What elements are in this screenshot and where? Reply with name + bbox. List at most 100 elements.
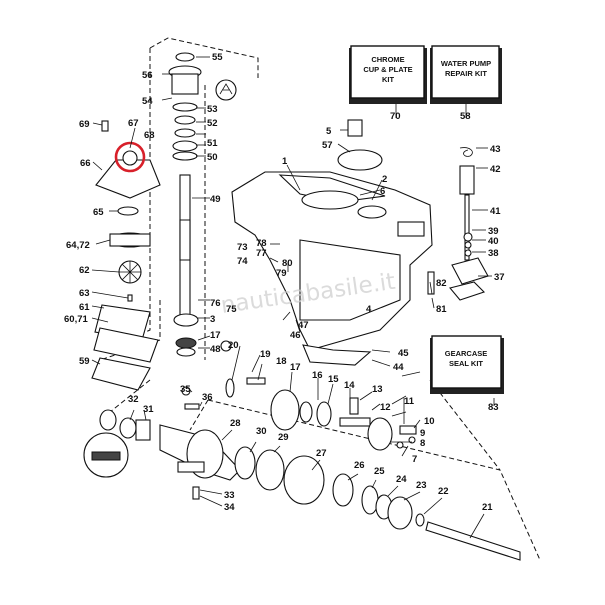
callout: 23 [416, 480, 427, 491]
gearcase-seal-kit-box: GEARCASE SEAL KIT 83 [430, 335, 504, 413]
callout: 17 [290, 362, 301, 373]
callout: 62 [79, 265, 90, 276]
callout: 31 [143, 404, 154, 415]
callout: 55 [212, 52, 223, 63]
callout: 53 [207, 104, 218, 115]
callout: 64,72 [66, 240, 90, 251]
callout: 5 [326, 126, 332, 137]
grease-symbol-icon [215, 79, 237, 101]
callout: 10 [424, 416, 435, 427]
callout: 52 [207, 118, 218, 129]
callout: 47 [298, 320, 309, 331]
callout: 60,71 [64, 314, 88, 325]
callout: 81 [436, 304, 447, 315]
gearcase-housing: nauticabasile.it [219, 171, 433, 366]
callout: 27 [316, 448, 327, 459]
callout: 66 [80, 158, 91, 169]
callout: 51 [207, 138, 218, 149]
callout: 78 [256, 238, 267, 249]
callout: 40 [488, 236, 499, 247]
callout: 26 [354, 460, 365, 471]
callout: 50 [207, 152, 218, 163]
callout: 8 [420, 438, 425, 449]
callout: 67 [128, 118, 139, 129]
callout: 42 [490, 164, 501, 175]
kit-label-line: CHROME [371, 55, 404, 64]
callout: 30 [256, 426, 267, 437]
kit-label-line: SEAL KIT [449, 359, 483, 368]
callout: 59 [79, 356, 90, 367]
driveshaft-assembly [168, 52, 202, 357]
callout: 6 [380, 186, 385, 197]
callout: 22 [438, 486, 449, 497]
callout: 32 [128, 394, 139, 405]
callout: 54 [142, 96, 153, 107]
callout: 17 [210, 330, 221, 341]
callout: 69 [79, 119, 90, 130]
callout: 56 [142, 70, 153, 81]
callout: 1 [282, 156, 288, 167]
propshaft-assembly [83, 409, 521, 561]
chrome-cup-plate-kit-box: CHROME CUP & PLATE KIT 70 [349, 45, 427, 122]
kit-label-line: WATER PUMP [441, 59, 491, 68]
callout: 44 [393, 362, 404, 373]
callout: 3 [210, 314, 215, 325]
callout: 24 [396, 474, 407, 485]
callout: 80 [282, 258, 293, 269]
callout: 35 [180, 384, 191, 395]
leader-lines [91, 56, 495, 539]
kit-label-line: GEARCASE [445, 349, 488, 358]
callout: 39 [488, 226, 499, 237]
callout: 76 [210, 298, 221, 309]
callout: 7 [412, 454, 417, 465]
callout: 74 [237, 256, 248, 267]
callout: 79 [276, 268, 287, 279]
callout: 9 [420, 428, 425, 439]
callout: 36 [202, 392, 213, 403]
callout: 19 [260, 349, 271, 360]
callout: 33 [224, 490, 235, 501]
callout: 48 [210, 344, 221, 355]
callout: 16 [312, 370, 323, 381]
callout: 29 [278, 432, 289, 443]
callout: 20 [228, 340, 239, 351]
callout: 46 [290, 330, 301, 341]
callout: 63 [79, 288, 90, 299]
callout: 21 [482, 502, 493, 513]
callout: 14 [344, 380, 355, 391]
callout: 45 [398, 348, 409, 359]
callout: 37 [494, 272, 505, 283]
callout: 82 [436, 278, 447, 289]
callout: 61 [79, 302, 90, 313]
kit-label-line: CUP & PLATE [363, 65, 412, 74]
callout: 12 [380, 402, 391, 413]
forward-gear-assembly [181, 340, 417, 451]
shift-parts [337, 119, 489, 301]
kit-ref-number: 58 [460, 111, 471, 122]
kit-ref-number: 70 [390, 111, 401, 122]
callout: 34 [224, 502, 235, 513]
callout: 43 [490, 144, 501, 155]
callout: 73 [237, 242, 248, 253]
callout: 49 [210, 194, 221, 205]
callout: 65 [93, 207, 104, 218]
callout: 13 [372, 384, 383, 395]
callout-numbers: 55 56 54 53 52 51 50 49 76 3 17 48 69 67… [64, 52, 505, 513]
callout: 25 [374, 466, 385, 477]
water-pump-parts [91, 120, 161, 391]
highlight-circle [114, 141, 146, 173]
water-pump-repair-kit-box: WATER PUMP REPAIR KIT 58 [430, 45, 502, 122]
callout: 38 [488, 248, 499, 259]
callout: 15 [328, 374, 339, 385]
callout: 28 [230, 418, 241, 429]
kit-label-line: REPAIR KIT [445, 69, 487, 78]
callout: 11 [404, 396, 415, 407]
callout: 75 [226, 304, 237, 315]
callout: 57 [322, 140, 333, 151]
callout: 4 [366, 304, 372, 315]
callout: 41 [490, 206, 501, 217]
kit-label-line: KIT [382, 75, 395, 84]
callout: 2 [382, 174, 387, 185]
callout: 18 [276, 356, 287, 367]
